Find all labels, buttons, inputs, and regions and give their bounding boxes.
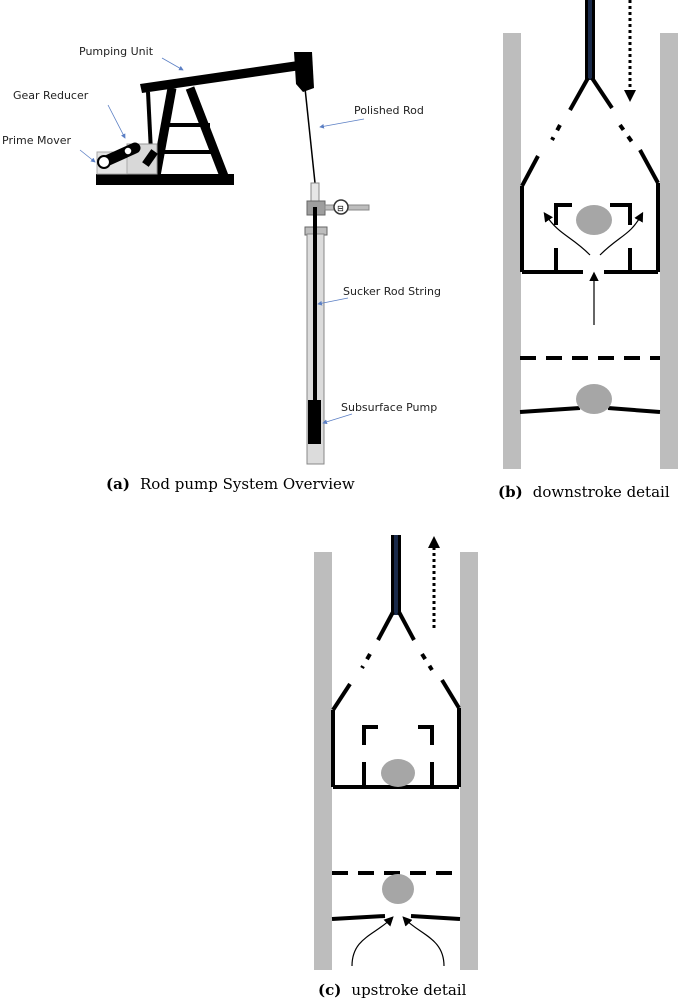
caption-b-text: downstroke detail [533,483,670,501]
upstroke-arrowhead [428,536,440,548]
caption-a: (a) Rod pump System Overview [106,474,355,493]
crank-hub [123,146,133,156]
walking-beam [140,61,301,93]
tube-wall-right [660,33,678,469]
caption-b-tag: (b) [498,483,523,501]
caption-b: (b) downstroke detail [498,482,670,501]
caption-c-tag: (c) [318,981,341,999]
label-gear-reducer: Gear Reducer [13,89,89,102]
pointer-gear-reducer [107,104,126,139]
pump-base [96,174,234,185]
valve-icon [333,199,349,215]
pointer-polished-rod [319,118,365,129]
traveling-valve-cage [554,203,632,272]
horsehead [294,52,314,92]
standing-valve-ball [382,874,414,904]
sucker-rod-core [394,535,398,615]
label-polished-rod: Polished Rod [354,104,424,117]
caption-c-text: upstroke detail [351,981,466,999]
panel-a-overview: ⊟ Pumping Unit Gear Reducer Prime Mover … [2,45,441,493]
traveling-valve-cage [362,725,434,787]
label-pumping-unit: Pumping Unit [79,45,154,58]
downstroke-arrowhead [624,90,636,102]
counterweight [142,149,158,167]
caption-a-tag: (a) [106,475,130,493]
standing-valve-seat [331,914,461,921]
label-sucker-rod-string: Sucker Rod String [343,285,441,298]
pointer-pumping-unit [161,57,184,71]
pointer-subsurface-pump [322,413,353,425]
label-subsurface-pump: Subsurface Pump [341,401,437,414]
pointer-sucker-rod-string [317,297,349,306]
flow-arrows [543,211,644,325]
panel-c-upstroke: (c) upstroke detail [314,535,478,999]
valve-symbol: ⊟ [337,204,344,213]
subsurface-pump-body [308,400,321,444]
traveling-valve-ball [576,205,612,235]
samson-post [151,86,229,178]
plunger-body [331,611,461,789]
pointer-prime-mover [79,149,96,163]
label-prime-mover: Prime Mover [2,134,71,147]
caption-a-text: Rod pump System Overview [140,475,355,493]
panel-b-downstroke: (b) downstroke detail [498,0,678,501]
tube-wall-left [503,33,521,469]
tube-wall-left [314,552,332,970]
standing-valve-seat [519,406,661,414]
pitman-arm [146,91,153,153]
caption-c: (c) upstroke detail [318,980,467,999]
traveling-valve-ball [381,759,415,787]
polished-rod-line [304,87,316,184]
flow-arrows [351,916,445,967]
tube-wall-right [460,552,478,970]
plunger-body [520,76,660,274]
standing-valve-ball [576,384,612,414]
crank-pin [97,155,111,169]
sucker-rod-core [588,0,592,80]
